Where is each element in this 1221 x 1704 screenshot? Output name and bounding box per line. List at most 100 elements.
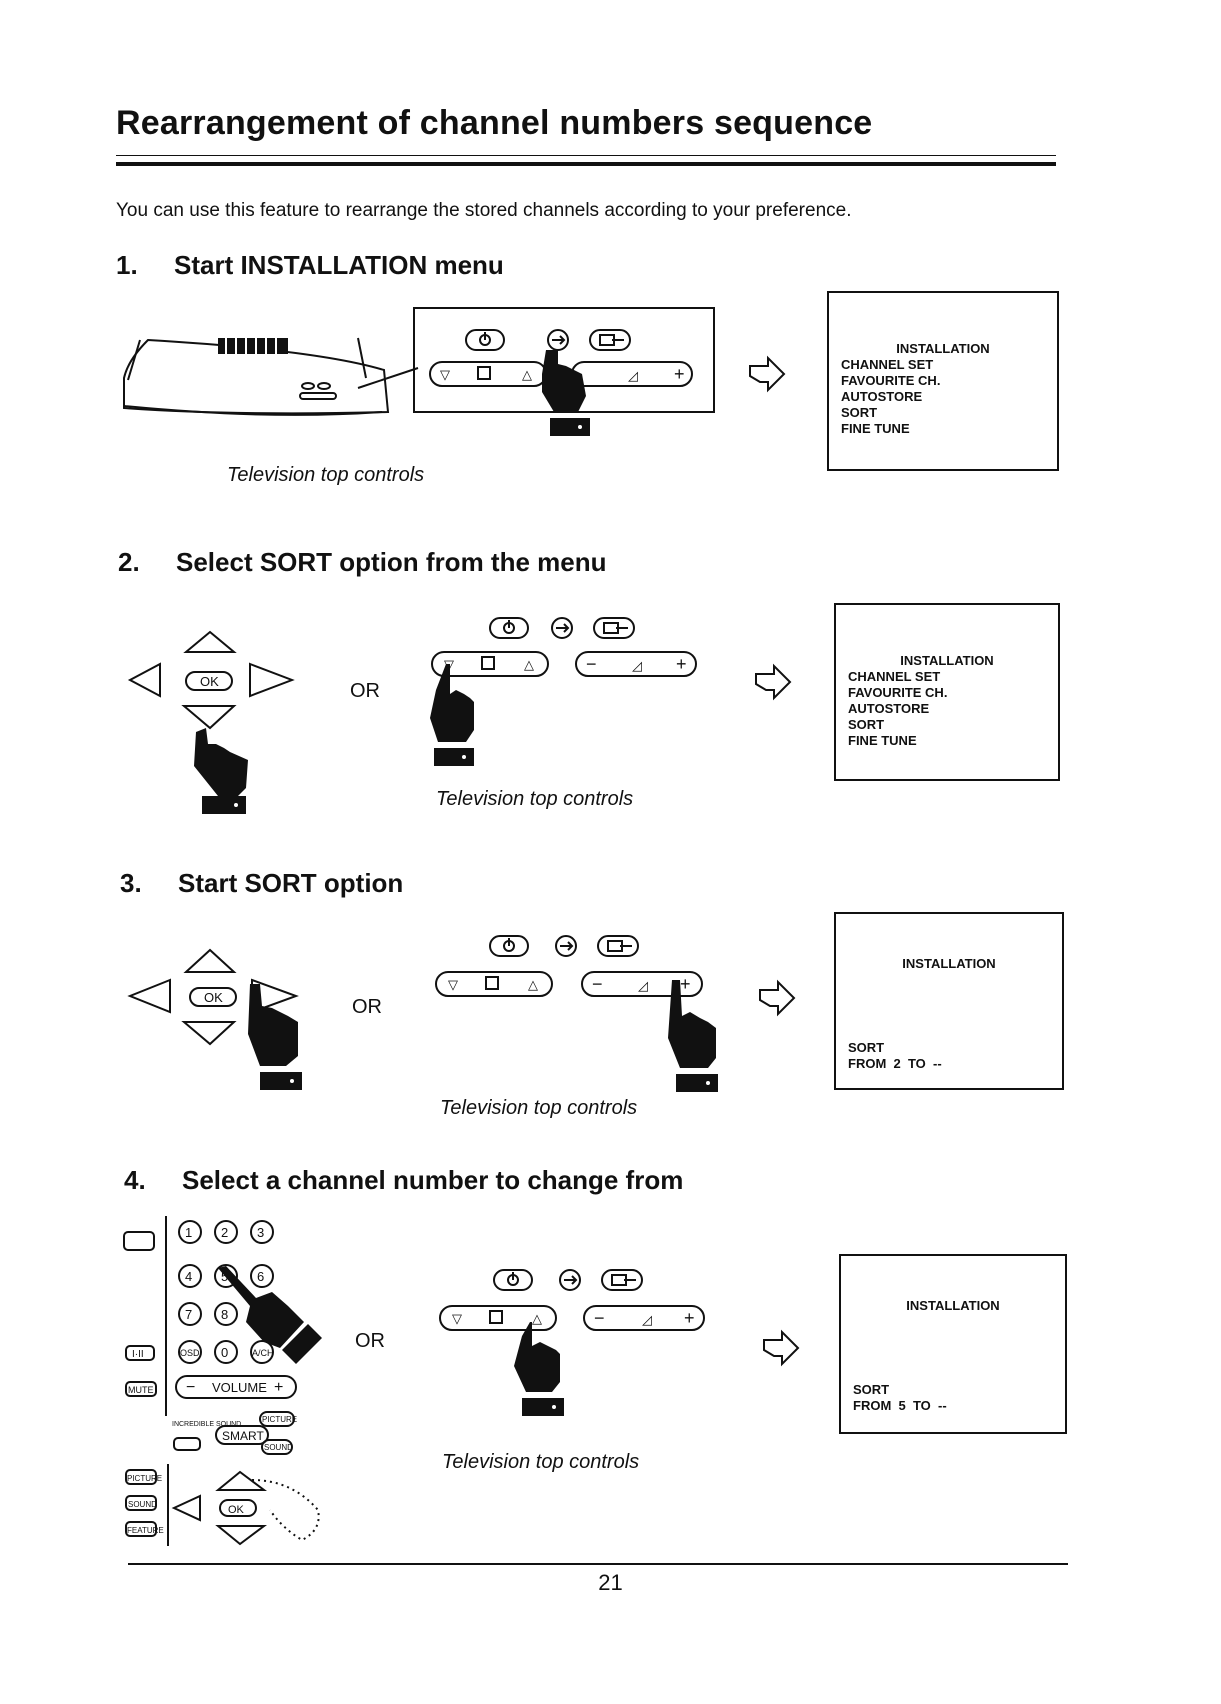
or-label: OR	[350, 680, 380, 702]
step-4-heading: 4.Select a channel number to change from	[124, 1165, 683, 1196]
smart-picture-button[interactable]	[259, 1411, 295, 1427]
page-title: Rearrangement of channel numbers sequenc…	[116, 104, 873, 142]
down-arrow-button[interactable]	[181, 705, 237, 730]
stereo-button[interactable]	[125, 1345, 155, 1361]
svg-text:3: 3	[257, 1225, 264, 1240]
or-label: OR	[352, 996, 382, 1018]
screen-1-item: AUTOSTORE	[841, 389, 923, 404]
screen-2-item: SORT	[848, 717, 885, 732]
power-icon[interactable]	[489, 935, 529, 957]
digit-button-1[interactable]: 1	[178, 1220, 202, 1244]
power-icon[interactable]	[465, 329, 505, 351]
program-buttons[interactable]: ▽ △	[435, 971, 553, 997]
av-input-icon[interactable]	[589, 329, 631, 351]
menu-screen-1: INSTALLATION CHANNEL SET FAVOURITE CH. A…	[827, 291, 1059, 471]
volume-buttons[interactable]: − ◿ +	[583, 1305, 705, 1331]
menu-icon[interactable]	[547, 329, 569, 351]
picture-side-button[interactable]	[125, 1469, 157, 1485]
program-buttons[interactable]: ▽ △	[439, 1305, 557, 1331]
digit-button-0[interactable]: 0	[214, 1340, 238, 1364]
svg-text:+: +	[674, 364, 685, 384]
pointing-hand-icon	[430, 664, 474, 766]
pointing-hand-icon	[542, 350, 590, 436]
screen-3-title: INSTALLATION	[902, 956, 996, 971]
down-arrow-button[interactable]	[181, 1021, 237, 1046]
svg-text:△: △	[524, 657, 534, 672]
mute-label: MUTE	[128, 1385, 154, 1395]
program-buttons[interactable]: ▽ △	[429, 361, 547, 387]
caption-step-1: Television top controls	[227, 464, 425, 486]
digit-button-2[interactable]: 2	[214, 1220, 238, 1244]
digit-button-3[interactable]: 3	[250, 1220, 274, 1244]
title-rule-thin	[116, 155, 1056, 156]
av-input-icon[interactable]	[601, 1269, 643, 1291]
tv-top-controls-2: ▽ △ − ◿ +	[430, 617, 697, 766]
ok-button[interactable]	[189, 987, 237, 1007]
screen-2-title: INSTALLATION	[900, 653, 994, 668]
ok-button[interactable]	[219, 1499, 257, 1517]
smart-button[interactable]	[215, 1425, 269, 1445]
title-rule-thick	[116, 162, 1056, 166]
svg-text:△: △	[532, 1311, 542, 1326]
power-icon[interactable]	[489, 617, 529, 639]
svg-text:▽: ▽	[440, 367, 450, 382]
left-arrow-button[interactable]	[127, 662, 161, 698]
svg-text:▽: ▽	[448, 977, 458, 992]
feature-side-button[interactable]	[125, 1521, 157, 1537]
digit-button-7[interactable]: 7	[178, 1302, 202, 1326]
svg-text:+: +	[684, 1308, 695, 1328]
ach-button[interactable]: A/CH	[250, 1340, 274, 1364]
volume-buttons[interactable]: − ◿ +	[575, 651, 697, 677]
sound-side-button[interactable]	[125, 1495, 157, 1511]
sound-side-label: SOUND	[128, 1500, 157, 1509]
digit-button-8[interactable]: 8	[214, 1302, 238, 1326]
power-icon[interactable]	[493, 1269, 533, 1291]
ok-button[interactable]	[185, 671, 233, 691]
left-arrow-button[interactable]	[171, 1494, 201, 1522]
mute-button[interactable]	[125, 1381, 157, 1397]
ok-label: OK	[228, 1504, 245, 1516]
screen-1-item: SORT	[841, 405, 878, 420]
screen-3-line-1: SORT	[848, 1040, 885, 1055]
left-arrow-button[interactable]	[127, 978, 171, 1014]
screen-1-item: FINE TUNE	[841, 421, 910, 436]
up-arrow-button[interactable]	[215, 1470, 267, 1491]
digit-button-5[interactable]: 5	[214, 1264, 238, 1288]
pointing-hand-icon	[514, 1322, 564, 1416]
volume-button[interactable]: − VOLUME +	[175, 1375, 297, 1399]
digit-button-6[interactable]: 6	[250, 1264, 274, 1288]
tv-vent-grille	[218, 338, 288, 354]
right-arrow-button[interactable]	[249, 662, 295, 698]
incredible-sound-button[interactable]	[173, 1437, 201, 1451]
footer-rule	[128, 1563, 1068, 1565]
svg-text:◿: ◿	[642, 1312, 652, 1327]
pointing-hand-icon	[194, 728, 248, 814]
remote-cursor-pad-3: OK	[127, 948, 302, 1090]
tv-top-controls-4: ▽ △ − ◿ +	[439, 1269, 705, 1416]
intro-text: You can use this feature to rearrange th…	[116, 200, 852, 221]
volume-buttons[interactable]: − ◿ +	[581, 971, 703, 997]
av-input-icon[interactable]	[593, 617, 635, 639]
up-arrow-button[interactable]	[183, 630, 237, 653]
svg-text:▽: ▽	[452, 1311, 462, 1326]
menu-screen-2: INSTALLATION CHANNEL SET FAVOURITE CH. A…	[834, 603, 1060, 781]
zoom-pointer-line	[357, 367, 419, 389]
osd-button[interactable]: OSD	[178, 1340, 202, 1364]
smart-sound-button[interactable]	[261, 1439, 293, 1455]
up-arrow-button[interactable]	[183, 948, 237, 973]
step-3-label: Start SORT option	[178, 868, 404, 898]
remote-control-illustration: I·II MUTE PICTURE SOUND FEATURE 1 2 3 4 …	[123, 1216, 322, 1546]
side-button-top[interactable]	[123, 1231, 155, 1251]
menu-icon[interactable]	[559, 1269, 581, 1291]
svg-text:OSD: OSD	[180, 1348, 200, 1358]
menu-icon[interactable]	[551, 617, 573, 639]
volume-buttons[interactable]: ◿ +	[571, 361, 693, 387]
av-input-icon[interactable]	[597, 935, 639, 957]
step-1-number: 1.	[116, 250, 138, 280]
menu-icon[interactable]	[555, 935, 577, 957]
down-arrow-button[interactable]	[215, 1525, 267, 1546]
svg-text:1: 1	[185, 1225, 192, 1240]
caption-step-4: Television top controls	[442, 1451, 640, 1473]
screen-4-line-2: FROM 5 TO --	[853, 1398, 947, 1413]
digit-button-4[interactable]: 4	[178, 1264, 202, 1288]
